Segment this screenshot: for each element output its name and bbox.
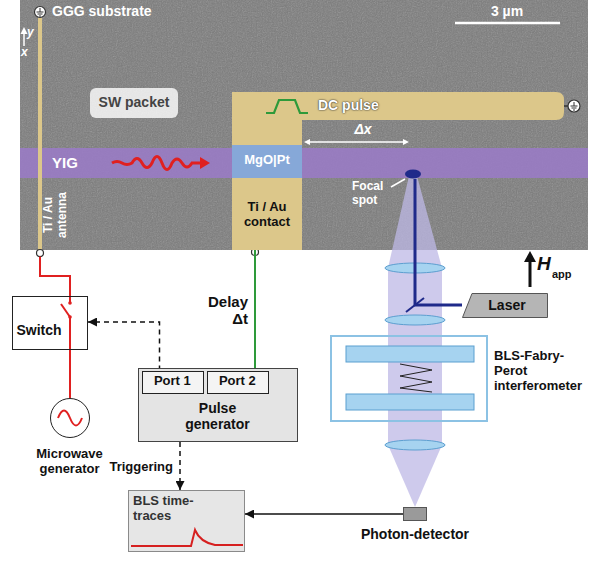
signal-arrow (245, 513, 403, 515)
node-label: Pulse generator (173, 400, 263, 432)
callout-label: Focal spot (352, 180, 398, 208)
sine-symbol (58, 411, 82, 426)
ground-symbol (568, 100, 580, 112)
sem-image (20, 0, 588, 250)
terminal-dot (37, 250, 44, 257)
yig-band (20, 148, 588, 178)
upper-electrode (232, 92, 564, 145)
generator-symbol: Microwave generator (50, 398, 90, 438)
pulse-cable (254, 250, 256, 371)
connector-label: Triggering (108, 460, 174, 475)
trace-panel (128, 490, 245, 552)
time-trace-box: BLS time-traces (128, 490, 245, 552)
scale-bar (455, 22, 560, 25)
axis-arrowhead (21, 27, 28, 34)
lens (385, 315, 445, 325)
signal-label: DC pulse (318, 97, 398, 113)
trigger-line (179, 442, 181, 490)
node-label: Laser (468, 297, 546, 313)
field-subscript: app (552, 268, 582, 281)
field-arrow (529, 260, 532, 287)
sem-grain (20, 0, 588, 250)
pulse-generator-box: Pulse generator Port 1 Port 2 (138, 368, 298, 442)
bls-trace (131, 530, 243, 546)
contact-pad: Ti / Au contact (232, 178, 302, 250)
etalon-plate (346, 346, 474, 362)
switch-contact (68, 301, 72, 305)
focal-spot (405, 170, 421, 179)
leader-line (391, 179, 405, 187)
port-box: Port 1 (142, 371, 204, 394)
lens (385, 440, 445, 450)
field-symbol: H (537, 253, 553, 275)
distance-arrowhead (304, 139, 310, 145)
spin-wave-tag: SW packet (90, 88, 178, 118)
reflection-zigzag (400, 364, 432, 392)
distance-arrow (308, 141, 405, 143)
node-label: GGG substrate (52, 3, 182, 19)
heading-label: Photon-detector (345, 526, 485, 542)
yig-waveguide: YIG (20, 148, 588, 178)
node-label: MgO|Pt (232, 153, 302, 168)
connector-label: Delay Δt (203, 293, 249, 328)
laser-outline (463, 294, 548, 318)
axis-line (23, 33, 25, 46)
etalon-plate (346, 394, 474, 410)
node-label: Switch (17, 322, 69, 338)
laser-beam (415, 179, 462, 305)
laser-source: Laser (462, 293, 548, 318)
scale-label: 3 µm (477, 3, 537, 19)
port-box: Port 2 (207, 371, 269, 394)
node-label: Port 2 (208, 374, 268, 389)
node-label: SW packet (90, 94, 178, 110)
interferometer-box: BLS-Fabry-Perot interferometer (330, 335, 488, 422)
field-arrowhead (524, 251, 536, 262)
ground-glyph (37, 8, 44, 16)
node-label: Ti / Au contact (232, 200, 302, 230)
switch-box: Switch (12, 296, 88, 350)
spin-wave (112, 157, 201, 170)
node-label: Port 1 (143, 374, 203, 389)
dc-pulse-symbol (266, 100, 308, 113)
trigger-line (88, 322, 160, 371)
ground-glyph (571, 102, 578, 110)
heading-label: Microwave generator (20, 447, 120, 477)
switch-contact (68, 315, 72, 319)
node-label: YIG (52, 154, 92, 171)
heading-label: BLS-Fabry-Perot interferometer (494, 349, 592, 394)
axis-label: y (27, 26, 39, 40)
switch-blade (61, 304, 70, 317)
mgo-pt-layer: MgO|Pt (232, 145, 302, 178)
rf-cable (69, 350, 71, 398)
beam-splitter (406, 298, 424, 312)
wave-arrowhead (200, 157, 210, 169)
axis-label: x (21, 46, 33, 60)
photon-detector: Photon-detector (403, 507, 427, 521)
rf-wire (69, 317, 71, 350)
ground-symbol (35, 7, 46, 18)
dimension-label: Δx (343, 121, 383, 137)
substrate-image: GGG substrateYIG SW packetMgO|Pt Ti / Au c… (20, 0, 588, 250)
part-label: Ti / Au antenna (42, 185, 70, 245)
distance-arrowhead (403, 139, 409, 145)
node-label: BLS time-traces (133, 494, 213, 524)
